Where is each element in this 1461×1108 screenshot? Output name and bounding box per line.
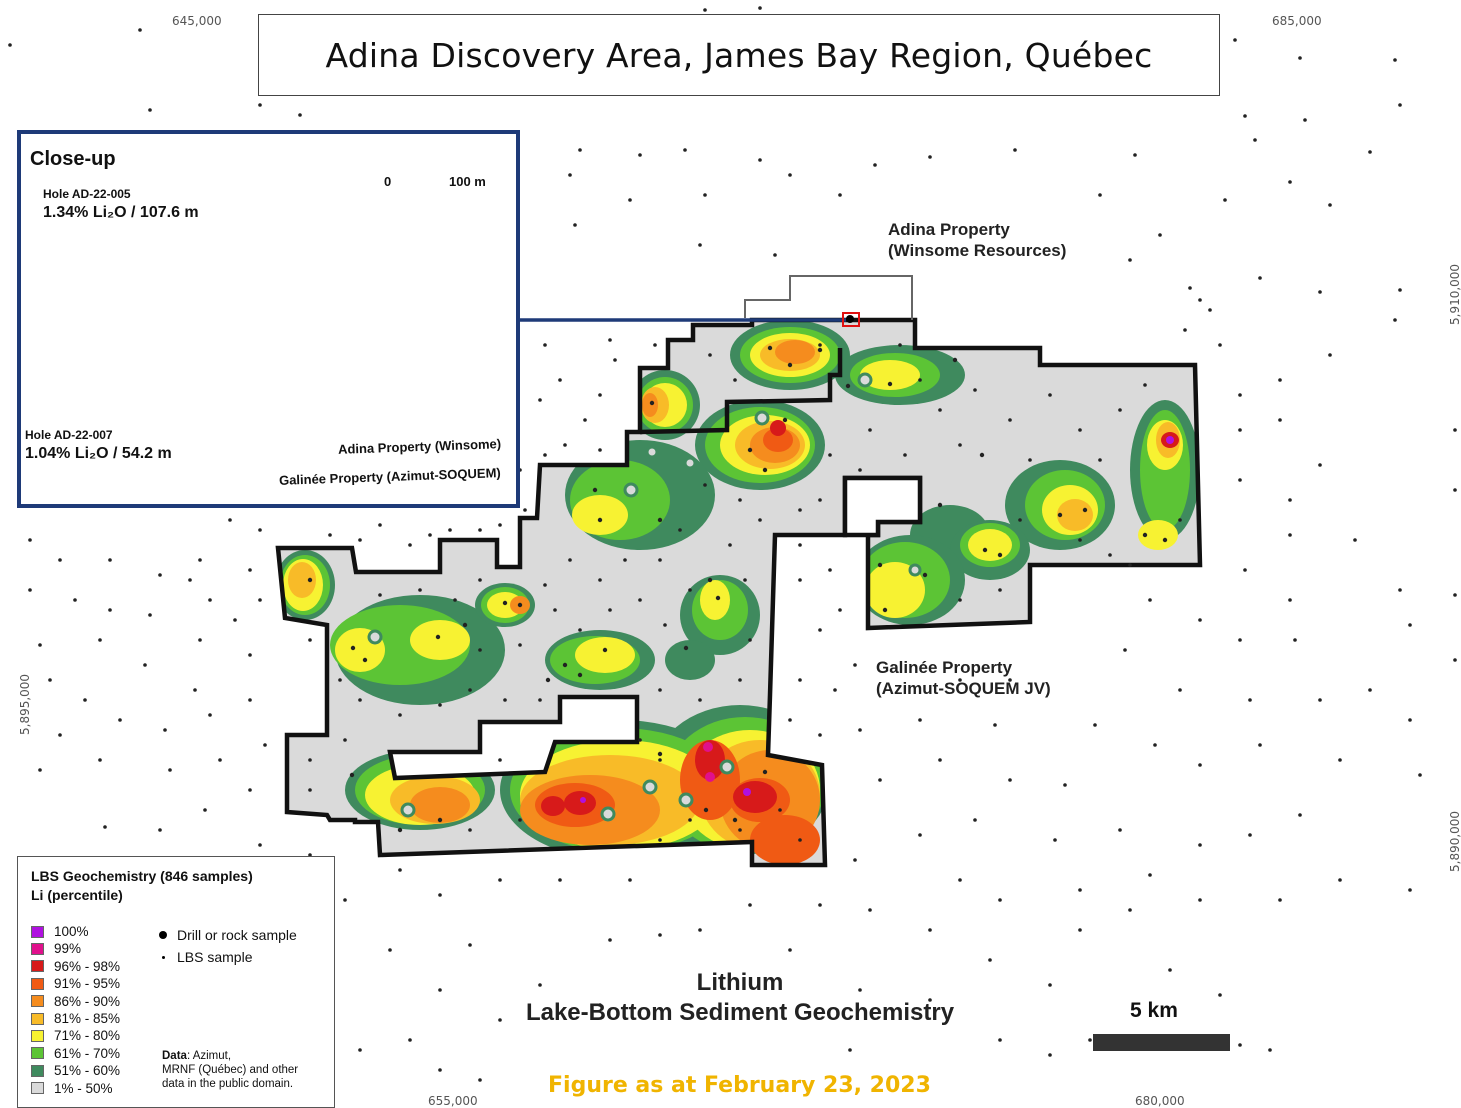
title-box: Adina Discovery Area, James Bay Region, … — [258, 14, 1220, 96]
legend-class-item: 71% - 80% — [31, 1027, 120, 1044]
subject-line2: Lake-Bottom Sediment Geochemistry — [525, 999, 955, 1026]
legend-title: LBS Geochemistry (846 samples) — [31, 868, 253, 884]
lbs-sample-dots — [8, 6, 1457, 1082]
map-title: Adina Discovery Area, James Bay Region, … — [325, 35, 1153, 75]
legend-swatch — [31, 1047, 44, 1060]
legend-class-label: 86% - 90% — [54, 993, 121, 1009]
legend-class-item: 61% - 70% — [31, 1045, 120, 1062]
data-credit-line3: data in the public domain. — [162, 1078, 294, 1090]
drill-sample-label: Drill or rock sample — [177, 927, 297, 943]
legend-swatch — [31, 1064, 44, 1077]
legend-swatch — [31, 960, 44, 973]
coord-right-upper: 5,910,000 — [1448, 263, 1461, 325]
hole2-grade: 1.04% Li₂O / 54.2 m — [25, 445, 172, 462]
legend-class-item: 99% — [31, 940, 81, 957]
lbs-sample-icon — [162, 955, 165, 959]
inset-adina-label: Adina Property (Winsome) — [337, 436, 502, 457]
legend-class-label: 61% - 70% — [54, 1045, 121, 1061]
galinee-label-line2: (Azimut-SOQUEM JV) — [876, 679, 1051, 698]
legend-class-label: 91% - 95% — [54, 976, 121, 992]
legend-class-item: 86% - 90% — [31, 993, 120, 1010]
data-credit-line2: MRNF (Québec) and other — [162, 1064, 299, 1076]
legend-class-label: 71% - 80% — [54, 1028, 121, 1044]
legend-class-label: 99% — [54, 941, 82, 957]
hole1-name: Hole AD-22-005 — [43, 187, 131, 201]
figure-date: Figure as at February 23, 2023 — [548, 1073, 931, 1098]
data-credit-line1: : Azimut, — [186, 1050, 232, 1062]
hole2-name: Hole AD-22-007 — [25, 428, 113, 442]
inset-title: Close-up — [30, 148, 116, 170]
legend: LBS Geochemistry (846 samples) Li (perce… — [17, 856, 335, 1108]
legend-class-item: 100% — [31, 923, 89, 940]
excluded-block-south — [387, 694, 640, 781]
legend-class-label: 1% - 50% — [54, 1080, 113, 1096]
lbs-sample-label: LBS sample — [177, 949, 253, 965]
legend-swatch — [31, 925, 44, 938]
drill-site-marker — [846, 315, 854, 323]
inset-galinee-label: Galinée Property (Azimut-SOQUEM) — [278, 465, 501, 488]
legend-class-item: 81% - 85% — [31, 1010, 120, 1027]
galinee-property-label: Galinée Property (Azimut-SOQUEM JV) — [876, 657, 1051, 699]
excluded-block-east — [842, 475, 923, 538]
legend-swatch — [31, 942, 44, 955]
adina-label-line1: Adina Property — [888, 220, 1010, 239]
inset-scale-zero: 0 — [384, 174, 392, 189]
galinee-property-boundary — [275, 317, 1203, 868]
coord-bottom-left: 655,000 — [428, 1094, 478, 1108]
legend-class-item: 1% - 50% — [31, 1080, 113, 1097]
legend-class-label: 81% - 85% — [54, 1011, 121, 1026]
data-credit: Data: Azimut, MRNF (Québec) and other da… — [162, 1049, 298, 1091]
coord-bottom-right: 680,000 — [1135, 1094, 1185, 1108]
legend-class-item: 91% - 95% — [31, 975, 120, 992]
closeup-inset: Close-up 0 100 m Hole AD-22-005 1.34% Li… — [17, 130, 520, 508]
legend-class-label: 100% — [54, 924, 89, 939]
galinee-label-line1: Galinée Property — [876, 658, 1013, 677]
legend-swatch — [31, 1082, 44, 1095]
main-scale-label: 5 km — [1130, 999, 1178, 1022]
legend-class-item: 51% - 60% — [31, 1062, 120, 1079]
legend-class-item: 96% - 98% — [31, 958, 120, 975]
hole1-grade: 1.34% Li₂O / 107.6 m — [43, 204, 199, 221]
legend-class-label: 96% - 98% — [54, 958, 121, 974]
legend-drill-item: Drill or rock sample — [159, 927, 297, 943]
map-subject-title: Lithium Lake-Bottom Sediment Geochemistr… — [470, 968, 1010, 1028]
legend-swatch — [31, 1012, 44, 1025]
inner-step-line — [639, 348, 843, 435]
data-credit-bold: Data — [162, 1050, 187, 1062]
adina-property-label: Adina Property (Winsome Resources) — [888, 219, 1066, 261]
legend-swatch — [31, 1029, 44, 1042]
closeup-location-box — [842, 312, 860, 327]
coord-top-left: 645,000 — [172, 14, 222, 28]
inset-scale-end: 100 m — [449, 174, 486, 189]
legend-swatch — [31, 977, 44, 990]
coord-top-right: 685,000 — [1272, 14, 1322, 28]
legend-subtitle: Li (percentile) — [31, 887, 123, 903]
main-scale-bar — [1093, 1034, 1230, 1051]
coord-left-middle: 5,895,000 — [18, 673, 32, 735]
coord-right-lower: 5,890,000 — [1448, 810, 1461, 872]
anomaly-sample-points — [307, 345, 1168, 833]
drill-sample-icon — [159, 931, 167, 939]
legend-lbs-item: LBS sample — [159, 949, 252, 965]
adina-property-boundary — [744, 275, 913, 320]
legend-swatch — [31, 995, 44, 1008]
legend-class-label: 51% - 60% — [54, 1063, 121, 1079]
subject-line1: Lithium — [696, 969, 784, 996]
adina-label-line2: (Winsome Resources) — [888, 241, 1067, 260]
